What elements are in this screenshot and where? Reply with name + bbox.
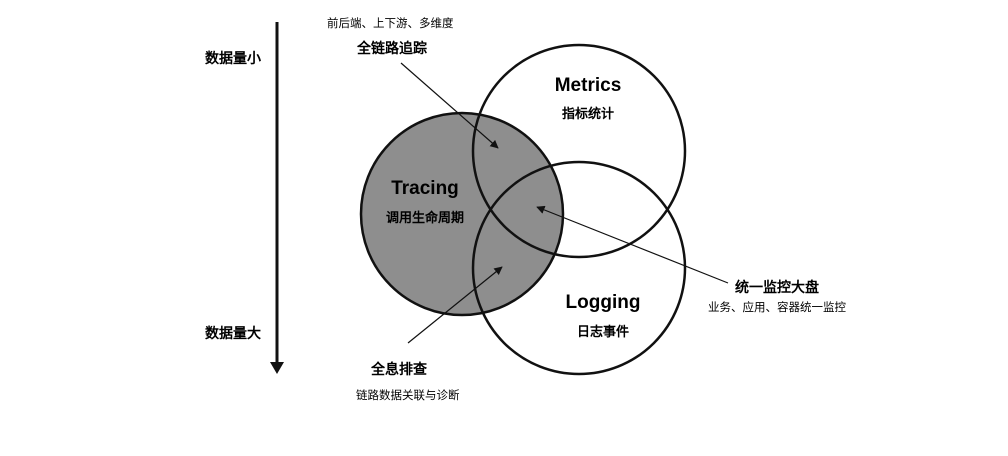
full-trace-note: 前后端、上下游、多维度 <box>327 16 454 30</box>
metrics-subtitle: 指标统计 <box>562 106 614 122</box>
metrics-circle <box>471 43 687 259</box>
axis-arrowhead <box>270 362 284 374</box>
axis-top-label: 数据量小 <box>205 50 261 67</box>
annotation-dashboard: 统一监控大盘 业务、应用、容器统一监控 <box>536 205 846 314</box>
axis-bottom-label: 数据量大 <box>205 325 261 342</box>
full-debug-title: 全息排查 <box>370 361 428 378</box>
logging-circle <box>471 160 687 376</box>
logging-title: Logging <box>566 292 641 313</box>
tracing-subtitle: 调用生命周期 <box>386 210 464 226</box>
tracing-circle <box>359 111 565 317</box>
data-volume-axis: 数据量小 数据量大 <box>205 22 284 374</box>
dashboard-arrow <box>536 205 729 284</box>
full-trace-arrow <box>400 62 499 149</box>
dashboard-title: 统一监控大盘 <box>735 279 819 296</box>
full-debug-arrow <box>407 266 503 344</box>
metrics-title: Metrics <box>555 75 622 96</box>
annotation-full-debug: 全息排查 链路数据关联与诊断 <box>356 266 503 402</box>
annotation-full-trace: 前后端、上下游、多维度 全链路追踪 <box>327 16 499 149</box>
full-debug-note: 链路数据关联与诊断 <box>356 388 460 402</box>
dashboard-note: 业务、应用、容器统一监控 <box>708 300 846 314</box>
full-trace-title: 全链路追踪 <box>356 40 427 57</box>
tracing-title: Tracing <box>391 178 459 199</box>
logging-subtitle: 日志事件 <box>577 324 629 340</box>
